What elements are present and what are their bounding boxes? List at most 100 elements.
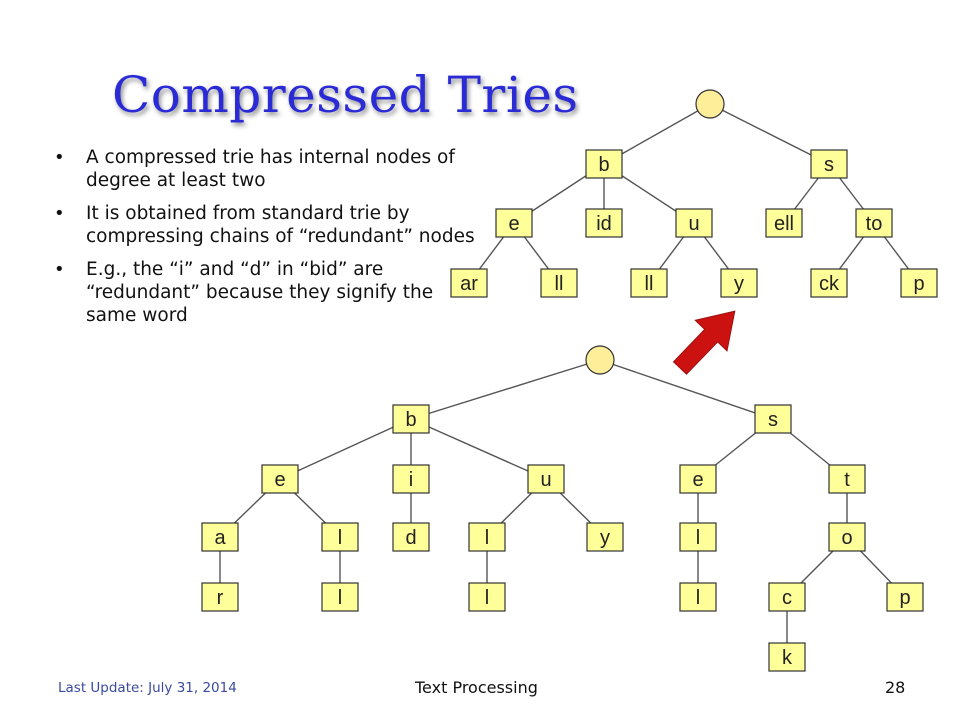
standard-trie-node-box [754,404,792,434]
standard-trie-node: l [321,522,359,552]
standard-trie-node-label: l [696,527,700,549]
standard-trie-node: i [392,464,430,494]
bullet-icon: • [54,259,65,280]
compressed-trie-node-box [810,149,848,179]
standard-trie-node-label: l [338,587,342,609]
standard-trie-node-box [468,522,506,552]
standard-trie-node: u [527,464,565,494]
compressed-trie-node-box [720,268,758,298]
compressed-trie-node: u [675,208,713,238]
slide-title: Compressed Tries [112,66,579,124]
standard-trie-node-box [468,582,506,612]
standard-trie-edge [279,418,412,480]
compressed-trie-node-box [675,208,713,238]
compressed-trie-node-box [810,268,848,298]
standard-trie-node-label: l [338,527,342,549]
compressed-trie-node-label: b [598,154,609,176]
standard-trie-node: c [768,582,806,612]
compressed-trie-node: to [855,208,893,238]
compressed-trie-node: e [495,208,533,238]
compressed-trie-node-label: to [866,213,883,235]
standard-trie-node-label: l [485,587,489,609]
bullet-item: • It is obtained from standard trie by co… [48,202,478,248]
compressed-trie-node: p [900,268,938,298]
standard-trie-node: l [321,582,359,612]
standard-trie-node-box [392,404,430,434]
standard-trie-edge [410,418,547,480]
arrow-shape [672,310,736,375]
bullet-text: It is obtained from standard trie by com… [86,203,475,247]
compressed-trie-node-label: ar [460,273,478,295]
compressed-trie-node: ll [630,268,668,298]
standard-trie-node-label: y [600,527,610,549]
page-number: 28 [885,678,906,697]
bullet-text: A compressed trie has internal nodes of … [86,147,455,191]
standard-trie-node-label: b [405,409,416,431]
compressed-trie-node-label: ll [555,273,564,295]
standard-trie-node-box [201,522,239,552]
footer-last-update: Last Update: July 31, 2014 [58,680,237,696]
standard-trie-node-box [828,522,866,552]
compressed-trie-node: ll [540,268,578,298]
standard-trie-node: y [586,522,624,552]
standard-trie-node-box [886,582,924,612]
compressed-trie-node-label: id [596,213,612,235]
compressed-trie-node: y [720,268,758,298]
compressed-trie-node: ck [810,268,848,298]
standard-trie-node-label: e [274,469,285,491]
standard-trie-node-label: p [899,587,910,609]
standard-trie-node: l [468,522,506,552]
standard-trie-node-label: o [841,527,852,549]
bullet-icon: • [54,203,65,224]
standard-trie-edge [410,359,601,420]
compressed-trie-node-box [450,268,488,298]
standard-trie-node-label: r [217,587,224,609]
standard-trie-node-box [679,464,717,494]
compressed-trie-node-box [900,268,938,298]
standard-trie-node: b [392,404,430,434]
compressed-trie-node-label: y [734,273,744,295]
standard-trie-node: l [679,522,717,552]
standard-trie-node-box [201,582,239,612]
standard-trie-node-box [392,464,430,494]
standard-trie-node-box [679,522,717,552]
compressed-trie-node: b [585,149,623,179]
standard-trie-node-label: u [540,469,551,491]
compressed-trie-node-box [765,208,803,238]
compressed-trie-edges [468,103,920,284]
compressed-trie-node-box [630,268,668,298]
standard-trie-node-label: l [696,587,700,609]
standard-trie-node-box [586,522,624,552]
compressed-trie-node: ar [450,268,488,298]
bullet-item: •A compressed trie has internal nodes of… [48,146,478,192]
standard-trie-node-label: d [405,527,416,549]
standard-trie-node-box [679,582,717,612]
compressed-trie-node-box [855,208,893,238]
compressed-trie-node-label: ll [645,273,654,295]
standard-trie-node-label: s [768,409,778,431]
bullet-text: E.g., the “i” and “d” in “bid” are “redu… [86,259,434,326]
bullet-item: • E.g., the “i” and “d” in “bid” are “red… [48,258,478,327]
compressed-trie-node-box [540,268,578,298]
compressed-trie-node-label: ell [774,213,794,235]
standard-trie-node-box [321,522,359,552]
standard-trie-node: l [679,582,717,612]
standard-trie-edges [219,359,906,657]
standard-trie-node-label: l [485,527,489,549]
footer-topic: Text Processing [415,678,538,697]
compressed-trie-node-box [585,208,623,238]
standard-trie-node-box [321,582,359,612]
standard-trie-edge [599,359,774,420]
compressed-trie-root-node [695,89,725,119]
standard-trie-root-node [585,345,615,375]
standard-trie-node: d [392,522,430,552]
standard-trie-node: t [828,464,866,494]
compressed-trie-node-label: ck [819,273,840,295]
standard-trie-node-box [527,464,565,494]
standard-trie-node: p [886,582,924,612]
standard-trie-node-label: i [409,469,413,491]
standard-trie-node: k [768,642,806,672]
standard-trie-node: o [828,522,866,552]
